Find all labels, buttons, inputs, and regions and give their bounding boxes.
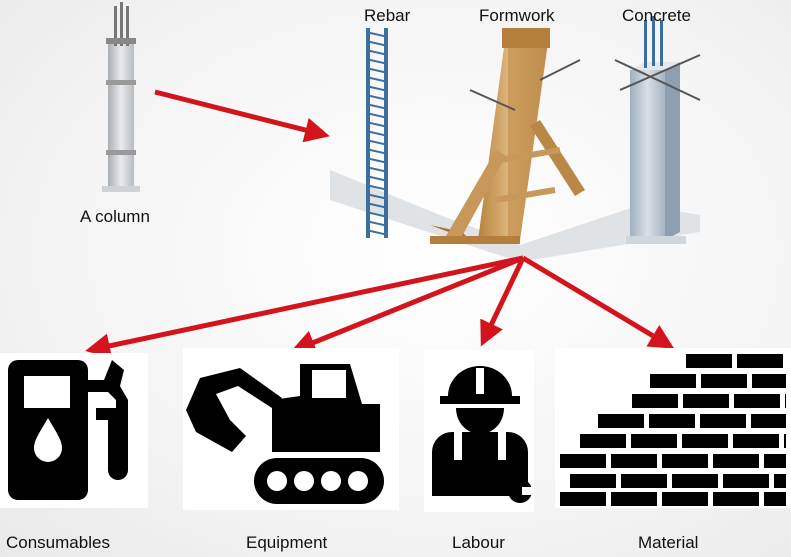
label-equipment: Equipment: [246, 533, 328, 552]
brick: [662, 492, 708, 506]
label-consumables: Consumables: [6, 533, 110, 552]
brick: [621, 474, 667, 488]
brick: [672, 474, 718, 488]
rebar-tie: [365, 184, 389, 191]
brick: [682, 434, 728, 448]
brick-wall-icon: [555, 348, 791, 508]
rebar-tie: [365, 139, 389, 146]
brick: [611, 454, 657, 468]
brick: [764, 492, 786, 506]
brick: [764, 454, 786, 468]
construction-stages-illustration: [330, 16, 701, 262]
rebar-tie: [365, 193, 389, 200]
label-labour: Labour: [452, 533, 505, 552]
label-formwork: Formwork: [479, 6, 555, 25]
brick: [752, 374, 786, 388]
rebar-tie: [365, 85, 389, 92]
brick: [751, 414, 786, 428]
column-illustration: [102, 2, 140, 192]
rebar-tie: [365, 220, 389, 227]
rebar-tie: [365, 112, 389, 119]
rebar-tie: [365, 211, 389, 218]
label-material: Material: [638, 533, 698, 552]
rebar-tie: [365, 31, 389, 38]
excavator-icon: [183, 348, 399, 510]
rebar-tie: [365, 175, 389, 182]
fuel-pump-icon: [0, 353, 148, 508]
brick: [734, 394, 780, 408]
brick: [632, 394, 678, 408]
arrow-to-equipment: [290, 255, 524, 355]
brick: [611, 492, 657, 506]
rebar-tie: [365, 103, 389, 110]
brick: [701, 374, 747, 388]
arrow-to-material: [521, 255, 675, 349]
rebar-tie: [365, 202, 389, 209]
brick: [631, 434, 677, 448]
brick: [774, 474, 786, 488]
rebar-tie: [365, 94, 389, 101]
rebar-tie: [365, 130, 389, 137]
brick: [649, 414, 695, 428]
arrow-to-consumables: [85, 255, 524, 359]
brick: [580, 434, 626, 448]
formwork: [430, 28, 585, 244]
arrows: [85, 89, 675, 359]
rebar-tie: [365, 49, 389, 56]
brick: [784, 434, 786, 448]
rebar-tie: [365, 166, 389, 173]
brick: [598, 414, 644, 428]
label-column: A column: [80, 207, 150, 226]
arrow-column-to-stages: [154, 89, 330, 143]
brick: [737, 354, 783, 368]
rebar-tie: [365, 76, 389, 83]
rebar-tie: [365, 121, 389, 128]
brick: [650, 374, 696, 388]
rebar-tie: [365, 229, 389, 236]
brick: [683, 394, 729, 408]
brick: [570, 474, 616, 488]
worker-icon: [424, 350, 534, 512]
brick: [785, 394, 786, 408]
label-rebar: Rebar: [364, 6, 411, 25]
rebar-tie: [365, 67, 389, 74]
arrow-to-labour: [480, 256, 526, 347]
rebar-tie: [365, 148, 389, 155]
brick: [723, 474, 769, 488]
brick: [713, 492, 759, 506]
rebar-tie: [365, 157, 389, 164]
brick: [686, 354, 732, 368]
concrete-column: [614, 16, 701, 244]
rebar-cage: [365, 28, 389, 238]
brick: [560, 492, 606, 506]
brick: [700, 414, 746, 428]
rebar-tie: [365, 58, 389, 65]
label-concrete: Concrete: [622, 6, 691, 25]
brick: [662, 454, 708, 468]
rebar-tie: [365, 40, 389, 47]
brick: [560, 454, 606, 468]
brick: [733, 434, 779, 448]
brick: [713, 454, 759, 468]
